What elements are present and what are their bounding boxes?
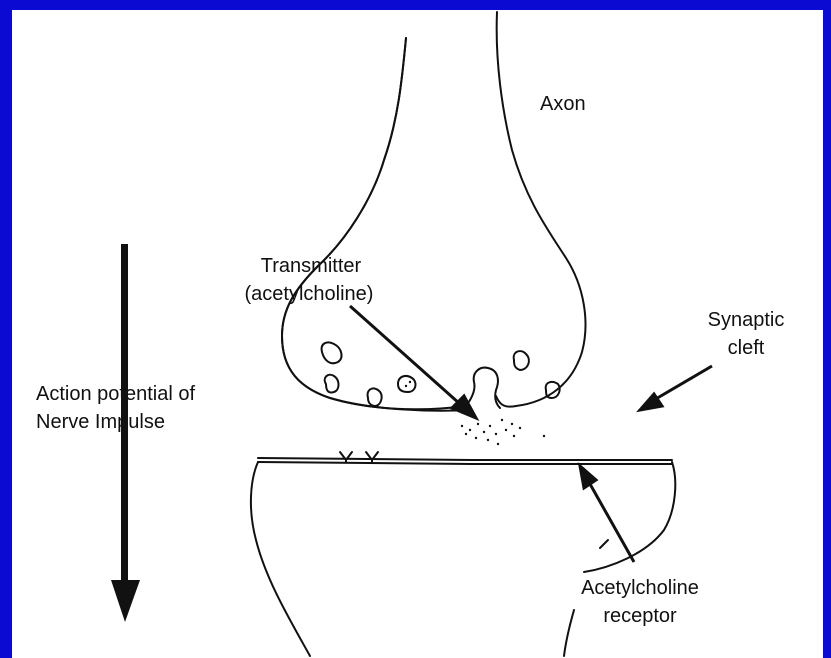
transmitter-label-line2: (acetylcholine): [228, 282, 390, 306]
receptor-label-line1: Acetylcholine: [566, 576, 714, 600]
synaptic-cleft-label-line2: cleft: [696, 336, 796, 360]
axon-label: Axon: [540, 92, 586, 116]
diagram-background: [12, 10, 823, 658]
transmitter-label-line1: Transmitter: [236, 254, 386, 278]
receptor-label-line2: receptor: [566, 604, 714, 628]
synaptic-cleft-label-line1: Synaptic: [696, 308, 796, 332]
action-potential-label-line1: Action potential of: [36, 382, 195, 406]
action-potential-label-line2: Nerve Impulse: [36, 410, 165, 434]
